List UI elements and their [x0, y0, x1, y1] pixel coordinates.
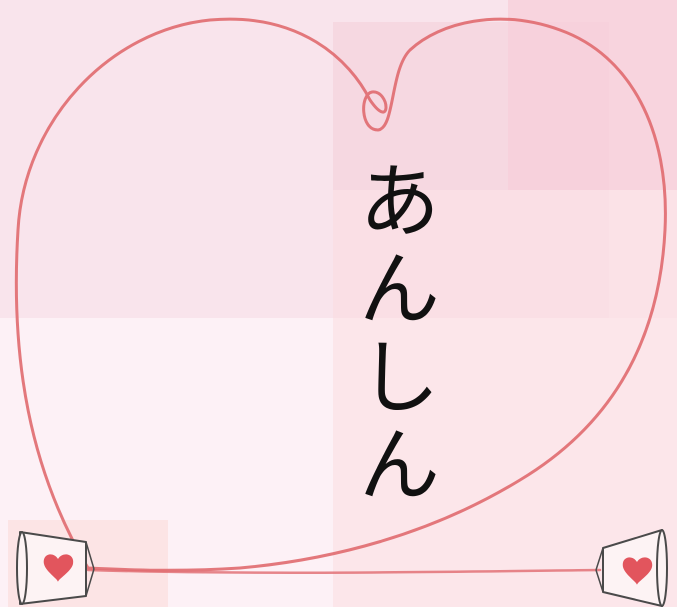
main-vertical-text: あんしん	[344, 158, 439, 510]
background-block-bottom-corner	[8, 520, 168, 607]
background-block-top-right	[508, 0, 677, 190]
